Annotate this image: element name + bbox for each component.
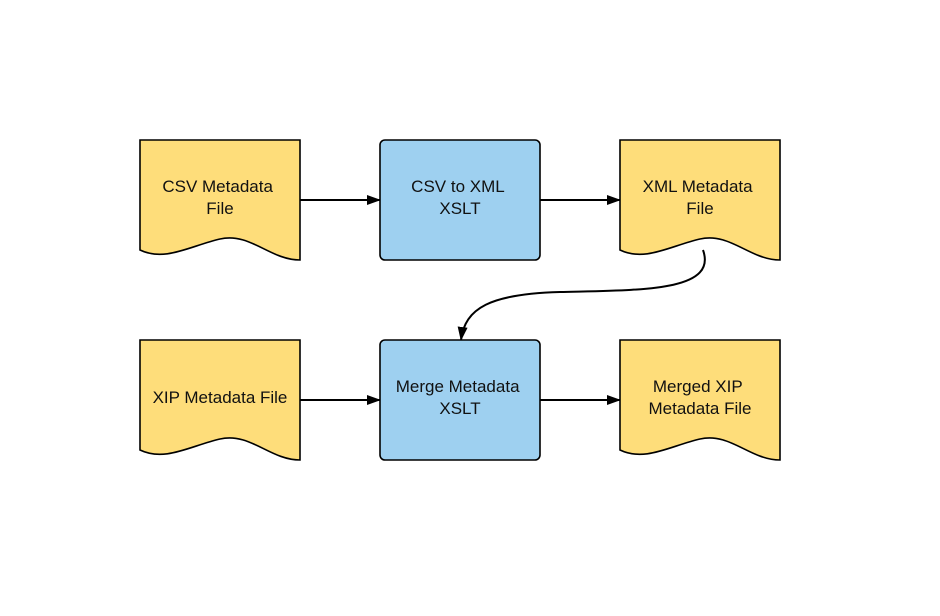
node-label-line-2: File — [206, 199, 233, 218]
process-shape — [379, 339, 541, 461]
node-label: CSV to XML XSLT — [411, 177, 509, 218]
node-label-line-1: Merged XIP — [653, 377, 742, 396]
node-label-line-1: CSV to XML — [411, 177, 504, 196]
process-node-csv-to-xml-xslt[interactable]: CSV to XML XSLT — [379, 139, 541, 261]
node-label: Merge Metadata XSLT — [396, 377, 525, 418]
edge-xml-metadata-to-merge-metadata — [457, 249, 706, 341]
document-node-csv-metadata-file[interactable]: CSV Metadata File — [139, 139, 301, 261]
node-label-line-2: XSLT — [439, 399, 480, 418]
node-label-line-1: CSV Metadata — [162, 177, 273, 196]
node-label: CSV Metadata File — [162, 177, 277, 218]
node-label-line-2: Metadata File — [649, 399, 752, 418]
edges — [300, 195, 706, 405]
node-label: XML Metadata File — [643, 177, 758, 218]
document-shape — [619, 139, 781, 261]
node-label-line-1: Merge Metadata — [396, 377, 520, 396]
node-label-line-2: File — [686, 199, 713, 218]
node-label: XIP Metadata File — [153, 388, 288, 407]
node-label-line-1: XML Metadata — [643, 177, 753, 196]
process-shape — [379, 139, 541, 261]
document-shape — [139, 139, 301, 261]
document-shape — [139, 339, 301, 461]
node-label: Merged XIP Metadata File — [649, 377, 752, 418]
document-node-xip-metadata-file[interactable]: XIP Metadata File — [139, 339, 301, 461]
node-label-line-1: XIP Metadata File — [153, 388, 288, 407]
document-node-xml-metadata-file[interactable]: XML Metadata File — [619, 139, 781, 261]
node-label-line-2: XSLT — [439, 199, 480, 218]
document-node-merged-xip-metadata-file[interactable]: Merged XIP Metadata File — [619, 339, 781, 461]
process-node-merge-metadata-xslt[interactable]: Merge Metadata XSLT — [379, 339, 541, 461]
document-shape — [619, 339, 781, 461]
